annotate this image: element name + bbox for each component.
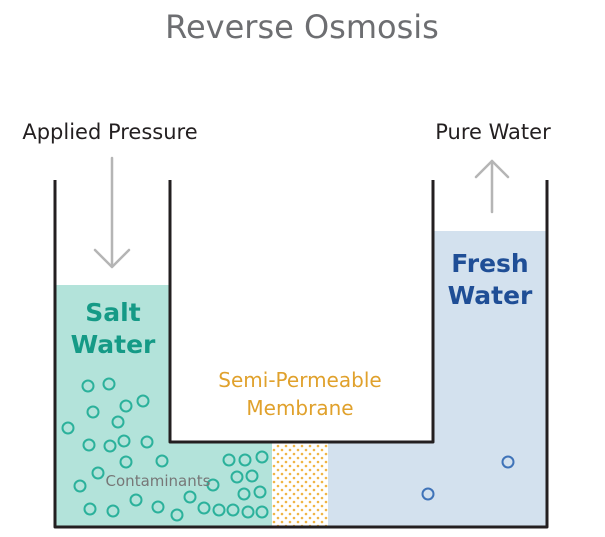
arrow-up-icon xyxy=(474,159,510,214)
contaminant-particle xyxy=(253,485,267,499)
arrow-down-icon xyxy=(93,156,131,269)
contaminant-particle xyxy=(91,466,105,480)
contaminant-particle xyxy=(183,490,197,504)
contaminant-particle xyxy=(197,501,211,515)
contaminant-particle xyxy=(73,479,87,493)
salt-water-region xyxy=(55,285,272,527)
contaminant-particle xyxy=(255,505,269,519)
fresh-water-label-line1: Fresh xyxy=(451,249,528,278)
contaminant-particle xyxy=(151,500,165,514)
u-tube-container xyxy=(53,180,549,529)
pure-water-label: Pure Water xyxy=(435,120,551,144)
contaminant-particle xyxy=(82,438,96,452)
contaminant-particle xyxy=(237,487,251,501)
fresh-water-particle xyxy=(421,487,435,501)
contaminant-particle xyxy=(81,379,95,393)
contaminant-particle xyxy=(117,434,131,448)
contaminant-particle xyxy=(83,502,97,516)
fresh-water-region xyxy=(328,231,547,527)
contaminant-particle xyxy=(106,504,120,518)
fresh-water-label-line2: Water xyxy=(448,281,533,310)
contaminant-particle xyxy=(103,439,117,453)
contaminant-particle xyxy=(61,421,75,435)
fresh-water-particles xyxy=(421,455,515,501)
contaminant-particle xyxy=(245,469,259,483)
contaminant-particle xyxy=(241,505,255,519)
membrane-label-line1: Semi-Permeable xyxy=(218,368,381,392)
contaminant-particle xyxy=(102,377,116,391)
membrane-label-line2: Membrane xyxy=(246,396,353,420)
contaminant-particle xyxy=(86,405,100,419)
contaminant-particles xyxy=(61,377,269,522)
semi-permeable-membrane xyxy=(272,442,328,527)
contaminant-particle xyxy=(136,394,150,408)
contaminant-particle xyxy=(111,415,125,429)
contaminant-particle xyxy=(170,508,184,522)
contaminant-particle xyxy=(119,399,133,413)
contaminant-particle xyxy=(155,454,169,468)
salt-water-label-line2: Water xyxy=(71,330,156,359)
contaminant-particle xyxy=(226,503,240,517)
contaminant-particle xyxy=(206,478,220,492)
salt-water-label-line1: Salt xyxy=(85,298,140,327)
contaminant-particle xyxy=(222,453,236,467)
applied-pressure-label: Applied Pressure xyxy=(22,120,197,144)
contaminant-particle xyxy=(119,455,133,469)
contaminants-label: Contaminants xyxy=(106,472,211,490)
contaminant-particle xyxy=(140,435,154,449)
contaminant-particle xyxy=(255,450,269,464)
contaminant-particle xyxy=(238,453,252,467)
contaminant-particle xyxy=(230,470,244,484)
contaminant-particle xyxy=(129,493,143,507)
diagram-title: Reverse Osmosis xyxy=(165,8,439,46)
fresh-water-particle xyxy=(501,455,515,469)
contaminant-particle xyxy=(212,503,226,517)
